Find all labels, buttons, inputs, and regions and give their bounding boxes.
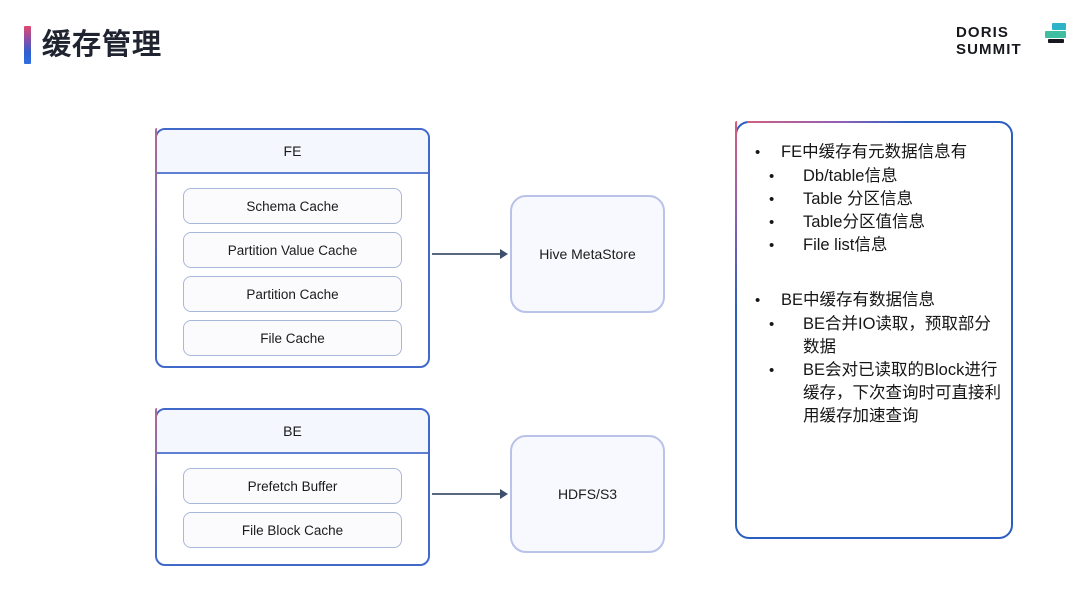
node-fe[interactable]: FE Schema Cache Partition Value Cache Pa… [155, 128, 430, 368]
edge-fe-to-hive-metastore-arrowhead [500, 249, 508, 259]
cache-chip-schema-cache[interactable]: Schema Cache [183, 188, 402, 224]
note-text: BE中缓存有数据信息 [781, 291, 936, 309]
note-spacer [747, 263, 1001, 289]
notes-panel: • FE中缓存有元数据信息有 • Db/table信息 • Table 分区信息… [735, 121, 1013, 539]
note-group-be: • BE中缓存有数据信息 • BE合并IO读取，预取部分数据 • BE会对已读取… [747, 289, 1001, 428]
note-text: Table分区值信息 [803, 213, 925, 231]
logo-block-middle [1045, 31, 1066, 38]
node-be-title: BE [157, 410, 428, 454]
doris-summit-mark-icon [1045, 23, 1066, 43]
edge-be-to-hdfs-s3-arrowhead [500, 489, 508, 499]
note-text: Table 分区信息 [803, 190, 914, 208]
store-node-hive-metastore-label: Hive MetaStore [539, 246, 636, 262]
note-subbullet-be-merge-io: • BE合并IO读取，预取部分数据 [747, 313, 1001, 359]
note-subbullet-db-table: • Db/table信息 [747, 165, 1001, 188]
note-bullet-fe-title: • FE中缓存有元数据信息有 [747, 141, 1001, 164]
store-node-hive-metastore[interactable]: Hive MetaStore [510, 195, 665, 313]
logo-text-summit: SUMMIT [956, 41, 1022, 58]
node-be[interactable]: BE Prefetch Buffer File Block Cache [155, 408, 430, 566]
note-subbullet-file-list: • File list信息 [747, 234, 1001, 257]
cache-chip-prefetch-buffer[interactable]: Prefetch Buffer [183, 468, 402, 504]
bullet-dot-icon: • [769, 214, 775, 231]
note-group-fe: • FE中缓存有元数据信息有 • Db/table信息 • Table 分区信息… [747, 141, 1001, 257]
note-text: File list信息 [803, 236, 888, 254]
cache-chip-partition-value-cache[interactable]: Partition Value Cache [183, 232, 402, 268]
cache-chip-partition-cache[interactable]: Partition Cache [183, 276, 402, 312]
logo-block-top [1052, 23, 1066, 30]
note-subbullet-table-partition: • Table 分区信息 [747, 188, 1001, 211]
cache-chip-file-block-cache[interactable]: File Block Cache [183, 512, 402, 548]
bullet-dot-icon: • [769, 237, 775, 254]
note-text: BE会对已读取的Block进行缓存，下次查询时可直接利用缓存加速查询 [803, 361, 1001, 425]
node-fe-title: FE [157, 130, 428, 174]
note-bullet-be-title: • BE中缓存有数据信息 [747, 289, 1001, 312]
bullet-dot-icon: • [769, 168, 775, 185]
architecture-diagram: FE Schema Cache Partition Value Cache Pa… [0, 88, 1080, 608]
bullet-dot-icon: • [769, 362, 775, 379]
node-be-items: Prefetch Buffer File Block Cache [157, 454, 428, 562]
node-fe-items: Schema Cache Partition Value Cache Parti… [157, 174, 428, 370]
bullet-dot-icon: • [755, 292, 761, 309]
slide-header: 缓存管理 DORIS SUMMIT [0, 0, 1080, 88]
bullet-dot-icon: • [755, 144, 761, 161]
note-subbullet-be-block-cache: • BE会对已读取的Block进行缓存，下次查询时可直接利用缓存加速查询 [747, 359, 1001, 428]
logo-block-bottom [1048, 39, 1064, 43]
note-text: FE中缓存有元数据信息有 [781, 143, 968, 161]
bullet-dot-icon: • [769, 316, 775, 333]
page-title: 缓存管理 [42, 29, 163, 61]
note-text: BE合并IO读取，预取部分数据 [803, 315, 991, 356]
note-subbullet-table-partition-value: • Table分区值信息 [747, 211, 1001, 234]
edge-fe-to-hive-metastore-line [432, 253, 502, 255]
store-node-hdfs-s3-label: HDFS/S3 [557, 486, 618, 502]
logo-text-doris: DORIS [956, 24, 1010, 41]
cache-chip-file-cache[interactable]: File Cache [183, 320, 402, 356]
title-accent-bar [24, 26, 31, 64]
bullet-dot-icon: • [769, 191, 775, 208]
store-node-hdfs-s3[interactable]: HDFS/S3 [510, 435, 665, 553]
brand-logo: DORIS SUMMIT [956, 23, 1066, 68]
note-text: Db/table信息 [803, 167, 898, 185]
edge-be-to-hdfs-s3-line [432, 493, 502, 495]
